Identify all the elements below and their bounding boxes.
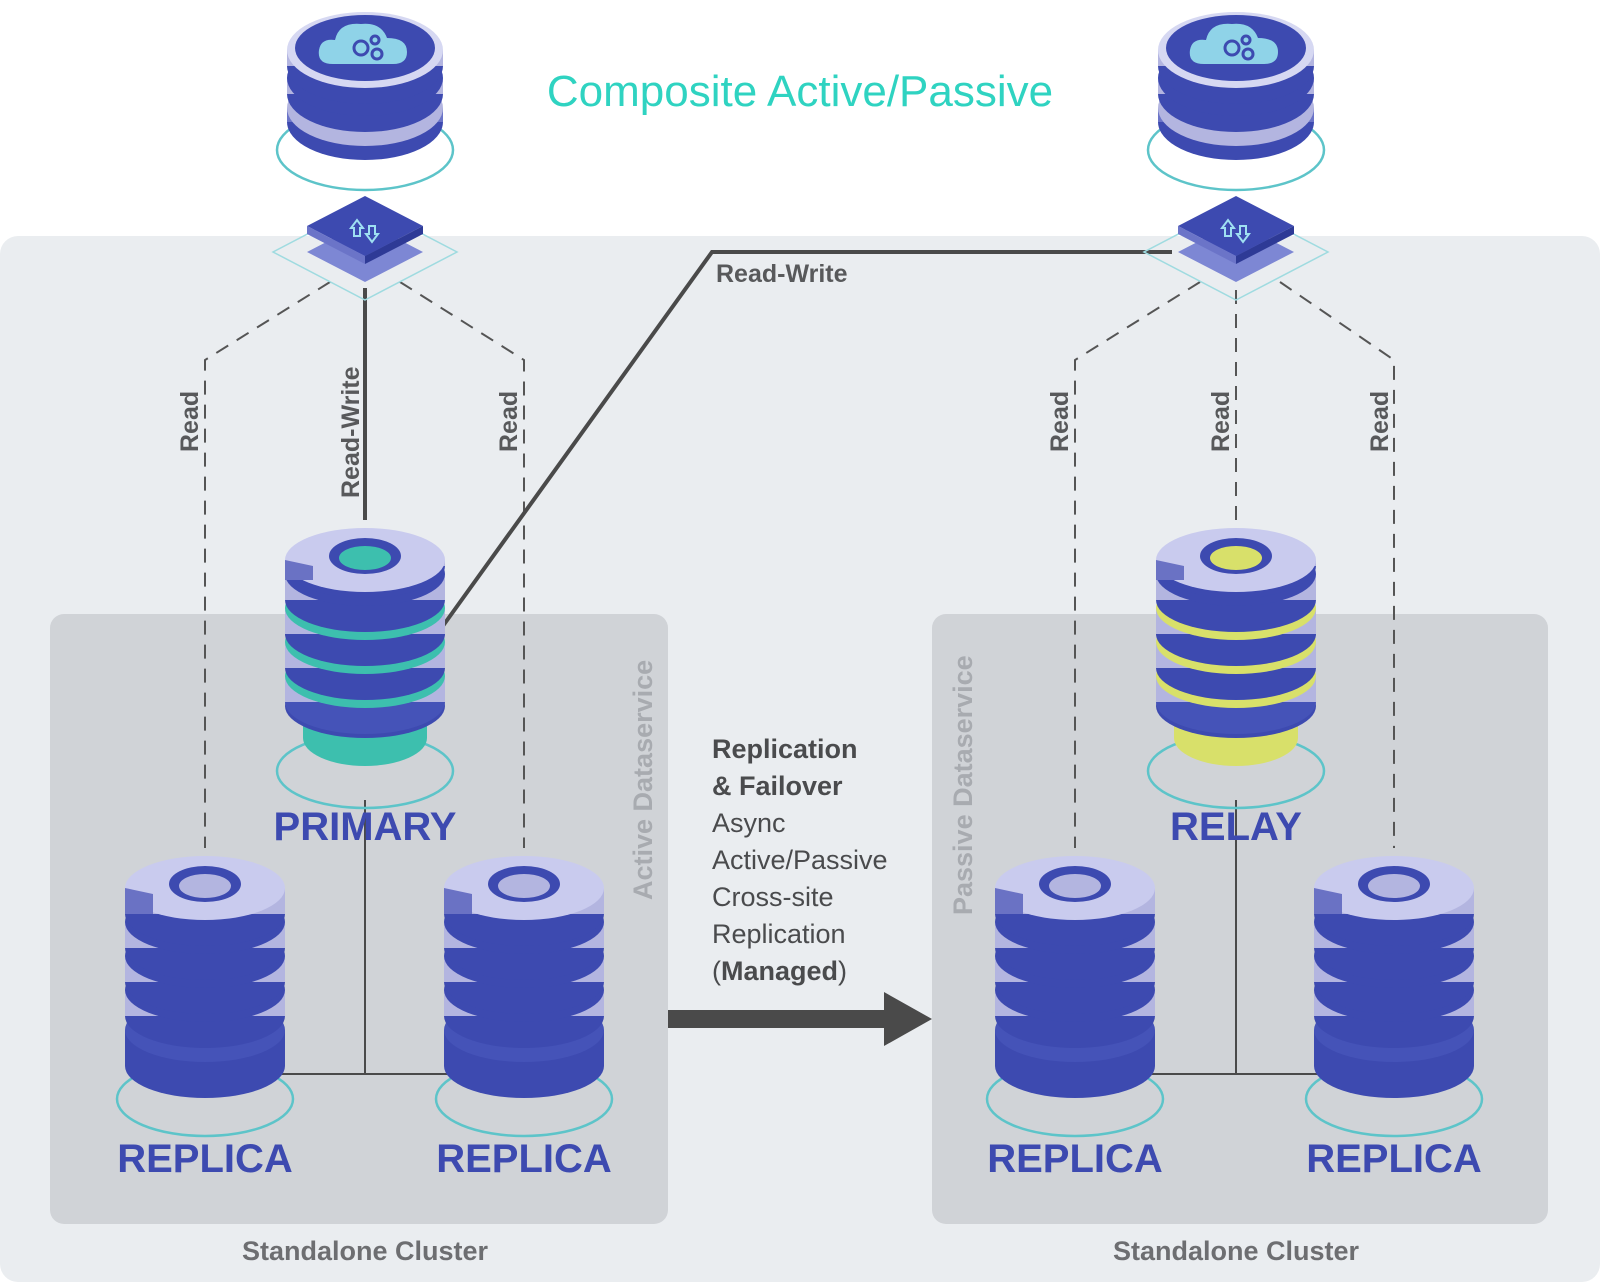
replication-line-active-passive: Active/Passive bbox=[712, 845, 888, 875]
replication-line-async: Async bbox=[712, 808, 786, 838]
replication-line-cross-site: Cross-site bbox=[712, 882, 834, 912]
passive-read-middle-label: Read bbox=[1207, 391, 1235, 452]
replication-line-replication: Replication bbox=[712, 919, 846, 949]
replication-heading-line2: & Failover bbox=[712, 771, 843, 801]
primary-label: PRIMARY bbox=[274, 805, 457, 849]
active-read-write-label: Read-Write bbox=[337, 366, 365, 498]
cross-site-read-write-line bbox=[438, 250, 1172, 632]
relay-label: RELAY bbox=[1170, 805, 1302, 849]
passive-dataservice-label: Passive Dataservice bbox=[948, 655, 978, 915]
active-read-right-label: Read bbox=[495, 391, 523, 452]
passive-read-left-label: Read bbox=[1046, 391, 1074, 452]
active-dataservice-label: Active Dataservice bbox=[628, 660, 658, 900]
cross-site-read-write-label: Read-Write bbox=[716, 260, 848, 288]
replication-arrow bbox=[668, 992, 932, 1046]
passive-replica-left-label: REPLICA bbox=[987, 1137, 1163, 1181]
passive-cluster-label: Standalone Cluster bbox=[1113, 1236, 1360, 1266]
passive-read-right-label: Read bbox=[1366, 391, 1394, 452]
active-replica-left-label: REPLICA bbox=[117, 1137, 293, 1181]
diagram-title: Composite Active/Passive bbox=[547, 67, 1053, 116]
active-read-left-label: Read bbox=[176, 391, 204, 452]
replication-heading-line1: Replication bbox=[712, 734, 858, 764]
active-cluster-label: Standalone Cluster bbox=[242, 1236, 489, 1266]
active-connector-cloud-gears-icon bbox=[275, 10, 455, 192]
passive-connector-cloud-gears-icon bbox=[1146, 10, 1326, 192]
active-replica-right-label: REPLICA bbox=[436, 1137, 612, 1181]
replication-line-managed: (Managed) bbox=[712, 956, 847, 986]
passive-replica-right-label: REPLICA bbox=[1306, 1137, 1482, 1181]
